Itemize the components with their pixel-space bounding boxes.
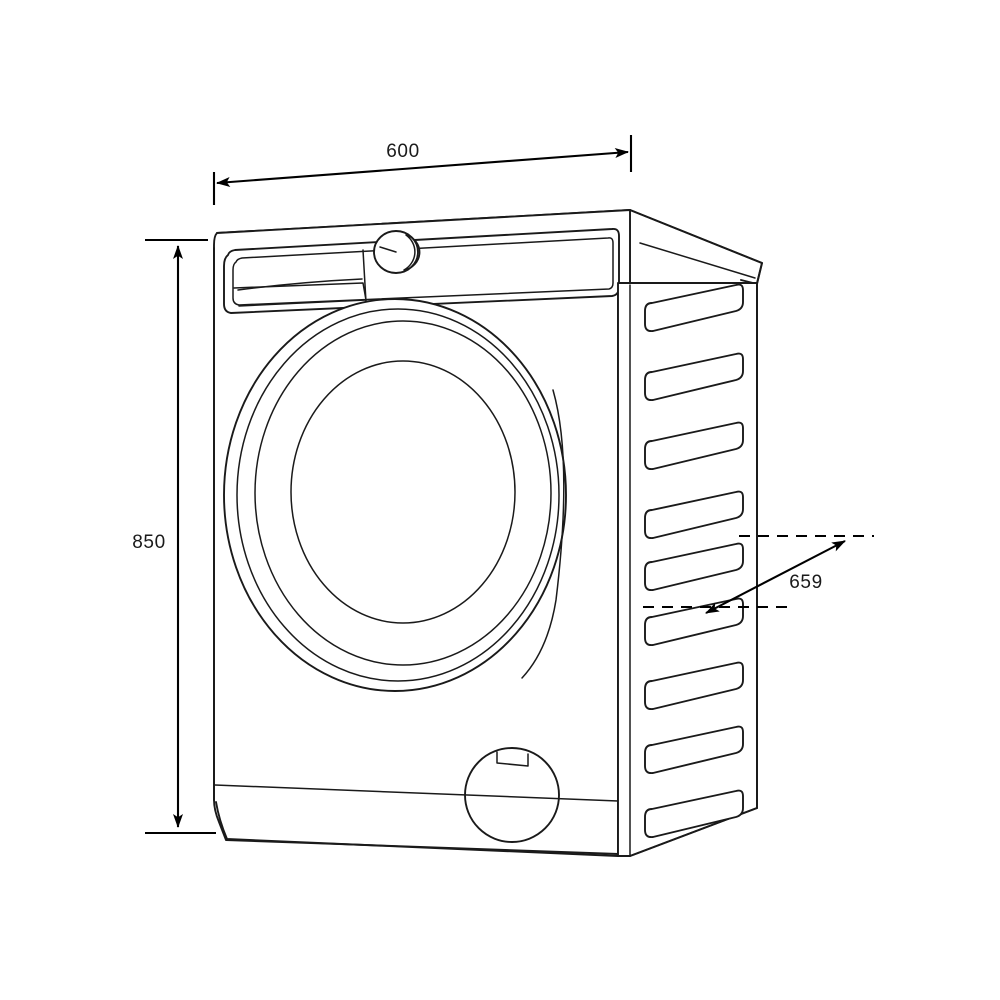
width-dimension-label: 600 bbox=[386, 141, 420, 162]
door-glass bbox=[290, 360, 516, 624]
depth-dimension-line bbox=[705, 540, 846, 614]
height-dimension-label: 850 bbox=[132, 532, 166, 553]
base-plinth bbox=[214, 784, 619, 857]
vent-slot bbox=[644, 490, 744, 540]
program-knob[interactable] bbox=[373, 230, 421, 274]
control-panel-plate bbox=[232, 237, 614, 306]
filter-cap-tab[interactable] bbox=[496, 751, 529, 767]
vent-slot-group bbox=[644, 283, 744, 839]
control-panel bbox=[223, 227, 620, 314]
washing-machine-body bbox=[213, 209, 763, 857]
vent-slot bbox=[644, 421, 744, 471]
base-plinth-bottom-edge bbox=[215, 801, 619, 857]
detergent-drawer-face[interactable] bbox=[233, 282, 367, 307]
detergent-drawer[interactable] bbox=[233, 278, 367, 307]
vent-slot bbox=[644, 789, 744, 839]
vent-slot bbox=[644, 283, 744, 333]
base-plinth-top-line bbox=[214, 784, 619, 802]
side-panel bbox=[617, 282, 758, 857]
dimension-width: 600 bbox=[212, 135, 633, 205]
vent-slot bbox=[644, 725, 744, 775]
dimension-height: 850 bbox=[132, 238, 216, 835]
program-knob-shadow bbox=[403, 234, 421, 271]
vent-slot bbox=[644, 352, 744, 402]
door-rim-ring-3 bbox=[254, 320, 552, 666]
detergent-drawer-handle[interactable] bbox=[237, 278, 363, 291]
door-side-crease bbox=[521, 389, 565, 679]
depth-dimension-label: 659 bbox=[789, 572, 823, 593]
width-dimension-line bbox=[216, 147, 629, 188]
vent-slot bbox=[644, 661, 744, 711]
door-rim-ring-2 bbox=[236, 308, 560, 682]
program-knob-pointer bbox=[379, 246, 397, 253]
top-panel-inner-seam bbox=[639, 242, 756, 279]
top-panel-rear-edge bbox=[629, 209, 763, 264]
porthole-door[interactable] bbox=[223, 298, 567, 692]
dimension-depth: 659 bbox=[643, 535, 874, 614]
